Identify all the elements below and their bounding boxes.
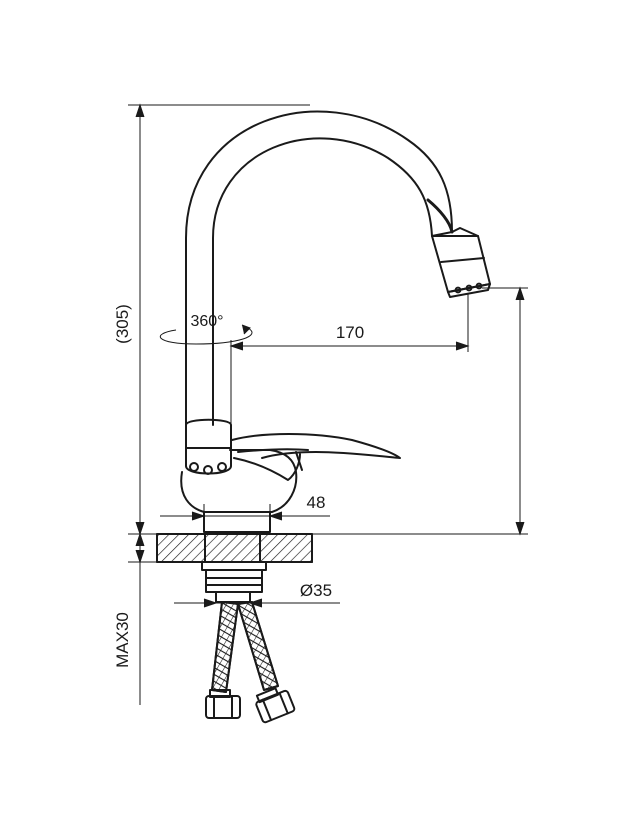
spout	[185, 110, 454, 426]
counter-thickness-label: MAX30	[113, 612, 132, 668]
faucet-body	[180, 449, 298, 533]
counter-thickness-dimension	[128, 532, 157, 705]
hose-fitting-left	[205, 689, 241, 719]
hose-fitting-right	[255, 687, 296, 724]
spout-collar	[185, 418, 232, 475]
base-width-label: 48	[307, 493, 326, 512]
aerator	[431, 227, 491, 298]
countertop-section	[156, 533, 313, 563]
reach-dimension	[229, 294, 470, 432]
spout-height-dimension	[312, 286, 528, 536]
hole-label: Ø35	[300, 581, 332, 600]
height-label: (305)	[113, 304, 132, 344]
supply-hoses	[211, 601, 279, 693]
height-dimension	[128, 103, 310, 536]
rotation-label: 360°	[190, 313, 223, 330]
rotation-indicator	[159, 324, 253, 345]
mounting-nut	[201, 561, 267, 603]
lever-handle	[231, 433, 401, 481]
hole-dimension	[174, 598, 340, 608]
base-width-dimension	[160, 504, 330, 524]
reach-label: 170	[336, 323, 364, 342]
